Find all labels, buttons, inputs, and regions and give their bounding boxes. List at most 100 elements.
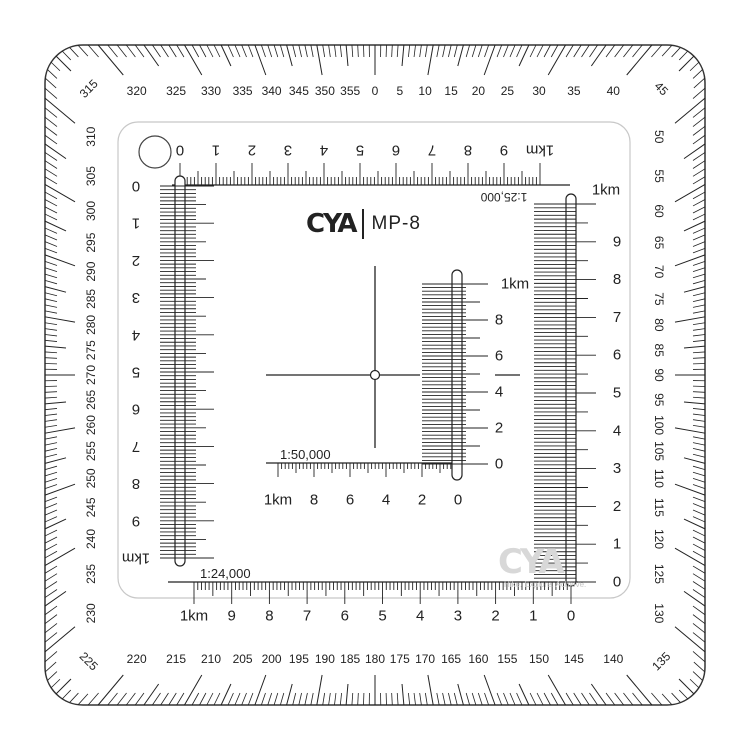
compass-tick <box>692 536 706 544</box>
compass-tick <box>509 692 516 706</box>
compass-tick <box>44 581 58 590</box>
compass-tick <box>44 424 58 428</box>
compass-tick <box>44 509 58 516</box>
compass-tick <box>436 692 440 706</box>
compass-tick <box>69 692 79 703</box>
compass-tick <box>661 693 673 705</box>
compass-tick <box>213 44 221 58</box>
compass-tick <box>116 692 127 706</box>
compass-tick <box>692 477 706 483</box>
compass-tick <box>44 213 58 221</box>
compass-label: 345 <box>289 84 309 98</box>
scale-label: 5 <box>378 608 386 625</box>
compass-tick <box>44 605 58 616</box>
compass-label: 355 <box>340 84 360 98</box>
scale-label: 4 <box>613 422 621 439</box>
compass-tick <box>134 692 145 706</box>
compass-tick <box>692 328 706 331</box>
compass-tick <box>227 44 234 58</box>
compass-tick <box>220 44 232 67</box>
compass-tick <box>692 632 706 643</box>
compass-tick <box>692 267 706 273</box>
compass-label: 130 <box>652 603 666 623</box>
compass-tick <box>298 692 302 706</box>
compass-tick <box>292 44 297 58</box>
compass-tick <box>44 87 58 99</box>
compass-tick <box>357 44 359 58</box>
compass-tick <box>632 44 643 58</box>
compass-tick <box>234 44 241 58</box>
compass-tick <box>391 44 393 58</box>
compass-tick <box>692 273 706 279</box>
compass-tick <box>424 44 428 58</box>
compass-tick <box>536 692 544 706</box>
scale-label: 8 <box>464 142 472 159</box>
compass-tick <box>401 683 405 706</box>
compass-tick <box>345 683 349 706</box>
compass-tick <box>692 413 706 416</box>
compass-tick <box>44 623 58 634</box>
compass-tick <box>328 44 331 58</box>
compass-tick <box>241 44 247 58</box>
compass-label: 170 <box>415 652 435 666</box>
compass-tick <box>692 419 706 422</box>
scale-label: 8 <box>613 271 621 288</box>
compass-label: 185 <box>340 652 360 666</box>
compass-label: 350 <box>315 84 335 98</box>
compass-tick <box>44 254 76 267</box>
center-crosshair <box>266 266 520 448</box>
compass-label: 295 <box>84 232 98 252</box>
compass-label: 335 <box>233 84 253 98</box>
compass-tick <box>44 316 76 323</box>
compass-tick <box>427 44 434 76</box>
compass-tick <box>44 304 58 308</box>
compass-tick <box>334 44 337 58</box>
compass-tick <box>44 134 58 145</box>
compass-tick <box>176 44 185 58</box>
scale-label: 1km <box>592 182 620 199</box>
compass-label: 105 <box>652 441 666 461</box>
compass-tick <box>465 44 471 58</box>
compass-tick <box>692 116 706 127</box>
compass-tick <box>44 453 58 458</box>
compass-tick <box>692 69 703 79</box>
compass-tick <box>692 176 706 185</box>
compass-label: 230 <box>84 603 98 623</box>
compass-tick <box>44 484 58 490</box>
compass-tick <box>442 44 446 58</box>
compass-tick <box>44 152 58 161</box>
compass-tick <box>44 408 58 411</box>
scale-label: 6 <box>132 401 140 418</box>
compass-tick <box>279 44 285 58</box>
compass-tick <box>590 44 607 67</box>
compass-tick <box>44 589 58 598</box>
compass-tick <box>44 401 67 405</box>
scale-label: 2 <box>495 420 503 437</box>
compass-label: 15 <box>444 84 458 98</box>
compass-label: 310 <box>84 126 98 146</box>
compass-tick <box>44 483 76 496</box>
compass-tick <box>260 692 266 706</box>
compass-tick <box>626 44 653 76</box>
compass-label: 145 <box>564 652 584 666</box>
scale-label: 4 <box>382 492 390 509</box>
compass-tick <box>44 396 58 399</box>
compass-tick <box>692 589 706 598</box>
compass-tick <box>589 44 598 58</box>
compass-tick <box>692 357 706 359</box>
compass-tick <box>339 44 342 58</box>
scale-label: 8 <box>132 475 140 492</box>
compass-tick <box>334 692 337 706</box>
compass-label: 55 <box>652 169 666 183</box>
compass-label: 95 <box>652 393 666 407</box>
scale-label: 8 <box>310 492 318 509</box>
scale-label: 6 <box>613 347 621 364</box>
compass-label: 300 <box>84 201 98 221</box>
compass-tick <box>44 199 58 207</box>
compass-tick <box>509 44 516 58</box>
compass-tick <box>683 286 706 293</box>
compass-tick <box>107 692 118 706</box>
compass-ticks <box>44 44 706 706</box>
compass-tick <box>44 97 76 124</box>
compass-tick <box>152 692 161 706</box>
